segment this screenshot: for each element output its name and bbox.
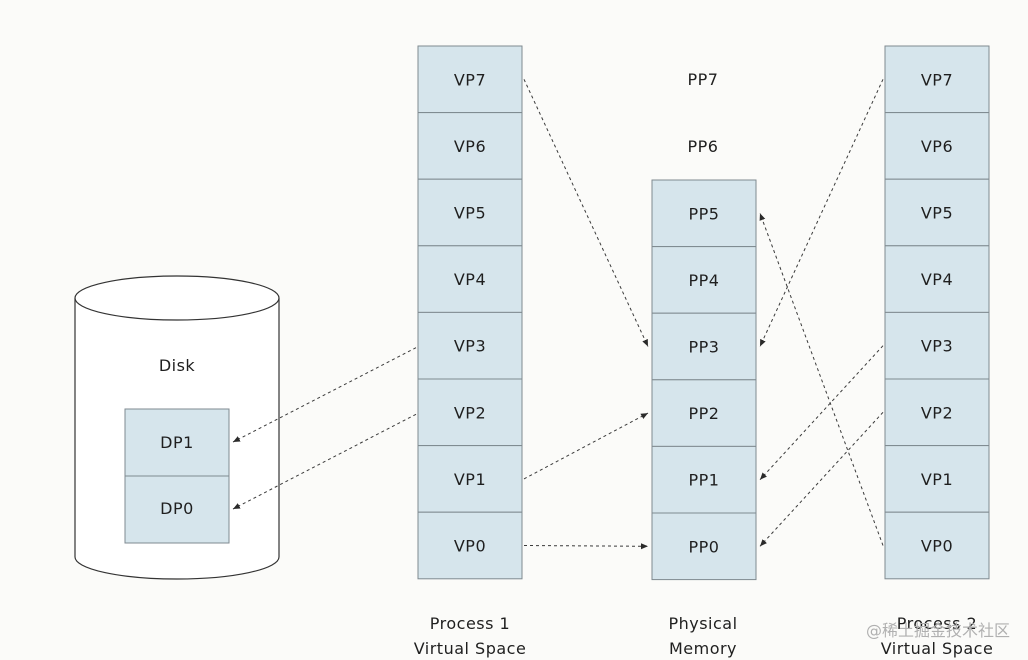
mapping-arrows bbox=[232, 79, 884, 550]
process1-page-label: VP7 bbox=[454, 70, 486, 89]
process2-page-vp4 bbox=[884, 245, 990, 313]
mapping-arrow bbox=[232, 347, 417, 443]
process2-page-label: VP5 bbox=[921, 204, 953, 223]
process1-page-label: VP4 bbox=[454, 270, 486, 289]
process1-page-label: VP1 bbox=[454, 470, 486, 489]
process1-page-vp5 bbox=[417, 178, 523, 247]
process2-page-label: VP7 bbox=[921, 70, 953, 89]
mapping-arrow bbox=[759, 79, 884, 347]
process2-page-vp2 bbox=[884, 378, 990, 447]
process1-page-vp3 bbox=[417, 311, 523, 380]
physical-unallocated: PP7 PP6 bbox=[688, 70, 719, 156]
mapping-arrow bbox=[523, 543, 649, 550]
physical-page-label: PP1 bbox=[689, 471, 720, 490]
process2-page-label: VP1 bbox=[921, 470, 953, 489]
physical-page-pp0 bbox=[651, 512, 757, 581]
disk-page-label: DP1 bbox=[160, 433, 194, 452]
physical-page-label: PP5 bbox=[689, 204, 720, 223]
process2-page-label: VP4 bbox=[921, 270, 953, 289]
process1-page-label: VP0 bbox=[454, 537, 486, 556]
process1-caption-line2: Virtual Space bbox=[414, 639, 527, 658]
process2-page-vp5 bbox=[884, 178, 990, 247]
process1-caption-line1: Process 1 bbox=[430, 614, 510, 633]
watermark: @稀土掘金技术社区 bbox=[866, 621, 1010, 640]
process1-page-label: VP6 bbox=[454, 137, 486, 156]
mapping-arrow bbox=[759, 411, 884, 547]
disk-top bbox=[74, 275, 280, 321]
process1-page-vp7 bbox=[417, 45, 523, 114]
process1-page-label: VP3 bbox=[454, 337, 486, 356]
process1-page-label: VP5 bbox=[454, 204, 486, 223]
physical-page-pp5 bbox=[651, 179, 757, 248]
physical-page-label: PP2 bbox=[689, 404, 720, 423]
process1-page-vp1 bbox=[417, 445, 523, 513]
process2-caption-line1: Process 2 bbox=[897, 614, 977, 633]
physical-page-pp1 bbox=[651, 445, 757, 514]
physical-page-pp4 bbox=[651, 246, 757, 314]
physical-caption-line2: Memory bbox=[669, 639, 737, 658]
process1-page-vp4 bbox=[417, 245, 523, 313]
physical-page-pp2 bbox=[651, 379, 757, 447]
process2-page-label: VP3 bbox=[921, 337, 953, 356]
physical-page-label: PP4 bbox=[689, 271, 720, 290]
process2-page-vp1 bbox=[884, 445, 990, 513]
physical-page-label: PP0 bbox=[689, 537, 720, 556]
process2-page-label: VP2 bbox=[921, 403, 953, 422]
disk: Disk DP1 DP0 bbox=[74, 275, 280, 580]
physical-page-label-pp7: PP7 bbox=[688, 70, 719, 89]
process2-caption-line2: Virtual Space bbox=[881, 639, 994, 658]
mapping-arrow bbox=[232, 413, 417, 510]
mapping-arrow bbox=[523, 79, 649, 347]
process1-page-vp6 bbox=[417, 112, 523, 180]
process1-page-vp2 bbox=[417, 378, 523, 447]
physical-page-label: PP3 bbox=[689, 338, 720, 357]
process2-page-label: VP6 bbox=[921, 137, 953, 156]
process2-page-vp0 bbox=[884, 511, 990, 580]
process2-page-vp6 bbox=[884, 112, 990, 180]
mapping-arrow bbox=[759, 345, 884, 481]
mapping-arrow bbox=[759, 213, 884, 546]
process2-page-vp3 bbox=[884, 311, 990, 380]
process1-page-label: VP2 bbox=[454, 403, 486, 422]
process2-page-vp7 bbox=[884, 45, 990, 114]
disk-label: Disk bbox=[159, 356, 196, 375]
physical-page-label-pp6: PP6 bbox=[688, 137, 719, 156]
process1-page-vp0 bbox=[417, 511, 523, 580]
disk-page-dp1 bbox=[124, 408, 230, 477]
disk-page-label: DP0 bbox=[160, 499, 194, 518]
disk-page-dp0 bbox=[124, 475, 230, 544]
process2-page-label: VP0 bbox=[921, 537, 953, 556]
mapping-arrow bbox=[523, 412, 649, 480]
physical-caption-line1: Physical bbox=[668, 614, 737, 633]
physical-page-pp3 bbox=[651, 312, 757, 381]
